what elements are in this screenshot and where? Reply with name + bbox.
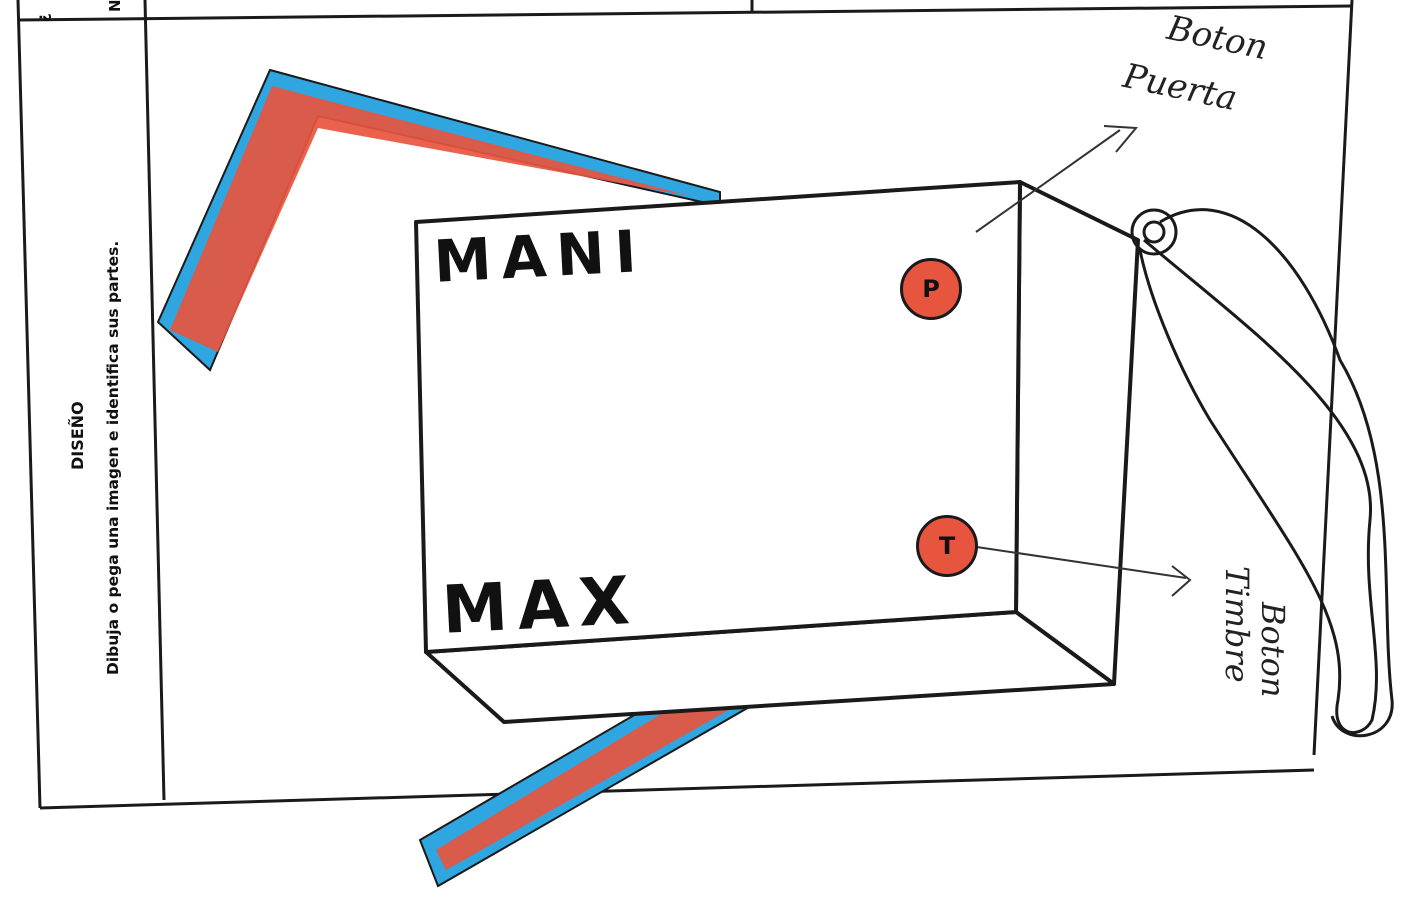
table-left-border xyxy=(18,0,40,808)
arrow-timbre-head xyxy=(1172,566,1190,596)
table-top-rule xyxy=(18,6,1352,20)
table-right-border xyxy=(1314,0,1352,755)
table-bottom-rule xyxy=(40,770,1314,808)
top-strip-char: ¿ xyxy=(34,13,52,22)
remote-side-face xyxy=(1016,182,1138,684)
annotation-timbre-line-1: Boton xyxy=(1254,602,1292,698)
top-strip-char: N xyxy=(106,0,124,12)
brand-text-top: MANI xyxy=(432,217,648,296)
section-instruction: Dibuja o pega una imagen e identifica su… xyxy=(104,241,122,675)
table-column-divider xyxy=(145,0,164,800)
bell-button[interactable]: T xyxy=(916,515,978,577)
door-button[interactable]: P xyxy=(900,258,962,320)
annotation-timbre-line-2: Timbre xyxy=(1218,566,1256,683)
brand-text-bottom: MAX xyxy=(440,562,641,649)
section-title: DISEÑO xyxy=(68,401,87,470)
